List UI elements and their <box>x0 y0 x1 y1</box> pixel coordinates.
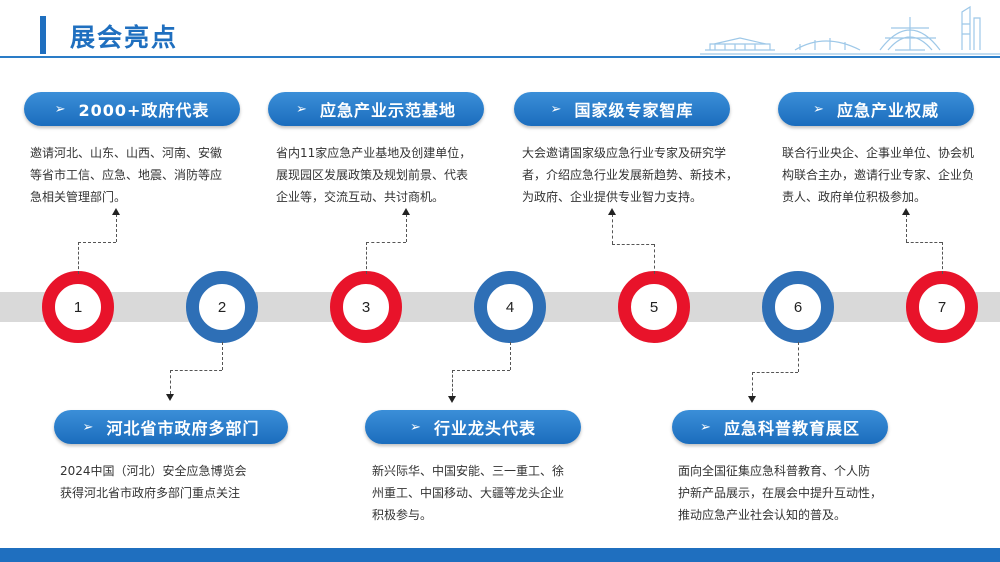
pill-label: 行业龙头代表 <box>433 419 536 438</box>
arrow-up-icon <box>902 208 910 215</box>
desc-line: 面向全国征集应急科普教育、个人防 <box>678 464 871 478</box>
arrow-right-icon: ➢ <box>82 419 95 435</box>
highlight-desc-1: 邀请河北、山东、山西、河南、安徽 等省市工信、应急、地震、消防等应 急相关管理部… <box>30 142 240 208</box>
highlight-pill-5: ➢ 国家级专家智库 <box>514 92 730 126</box>
desc-line: 构联合主办，邀请行业专家、企业负 <box>782 168 975 182</box>
highlight-desc-2: 2024中国（河北）安全应急博览会 获得河北省市政府多部门重点关注 <box>60 460 290 504</box>
pill-label: 2000+政府代表 <box>78 101 210 120</box>
desc-line: 新兴际华、中国安能、三一重工、徐 <box>372 464 565 478</box>
desc-line: 急相关管理部门。 <box>30 190 127 204</box>
highlight-pill-6: ➢ 应急科普教育展区 <box>672 410 888 444</box>
page-title: 展会亮点 <box>70 23 179 52</box>
desc-line: 州重工、中国移动、大疆等龙头企业 <box>372 486 565 500</box>
header-divider <box>0 56 1000 58</box>
timeline-node-7: 7 <box>906 271 978 343</box>
connector-4 <box>510 342 511 370</box>
connector-7-v <box>906 214 907 242</box>
connector-6-h <box>752 372 798 373</box>
arrow-right-icon: ➢ <box>54 101 67 117</box>
highlight-desc-7: 联合行业央企、企事业单位、协会机 构联合主办，邀请行业专家、企业负 责人、政府单… <box>782 142 992 208</box>
connector-6-v <box>752 372 753 396</box>
timeline-node-1: 1 <box>42 271 114 343</box>
connector-1 <box>78 242 79 274</box>
highlight-pill-3: ➢ 应急产业示范基地 <box>268 92 484 126</box>
connector-1-v <box>116 214 117 242</box>
connector-5-v <box>612 214 613 244</box>
connector-4-v <box>452 370 453 396</box>
desc-line: 邀请河北、山东、山西、河南、安徽 <box>30 146 223 160</box>
desc-line: 责人、政府单位积极参加。 <box>782 190 927 204</box>
desc-line: 企业等，交流互动、共讨商机。 <box>276 190 445 204</box>
node-number: 4 <box>505 298 515 316</box>
desc-line: 大会邀请国家级应急行业专家及研究学 <box>522 146 727 160</box>
desc-line: 等省市工信、应急、地震、消防等应 <box>30 168 223 182</box>
pill-label: 河北省市政府多部门 <box>106 419 260 438</box>
highlight-desc-6: 面向全国征集应急科普教育、个人防 护新产品展示，在展会中提升互动性， 推动应急产… <box>678 460 898 526</box>
connector-1-h <box>78 242 116 243</box>
pill-label: 国家级专家智库 <box>574 101 694 120</box>
arrow-up-icon <box>112 208 120 215</box>
desc-line: 获得河北省市政府多部门重点关注 <box>60 486 241 500</box>
desc-line: 推动应急产业社会认知的普及。 <box>678 508 847 522</box>
timeline-node-5: 5 <box>618 271 690 343</box>
connector-6 <box>798 342 799 372</box>
desc-line: 2024中国（河北）安全应急博览会 <box>60 464 247 478</box>
highlight-desc-4: 新兴际华、中国安能、三一重工、徐 州重工、中国移动、大疆等龙头企业 积极参与。 <box>372 460 586 526</box>
arrow-right-icon: ➢ <box>410 419 422 435</box>
desc-line: 省内11家应急产业基地及创建单位， <box>276 146 472 160</box>
title-accent-bar <box>40 16 46 54</box>
connector-3 <box>366 242 367 274</box>
highlight-pill-1: ➢ 2000+政府代表 <box>24 92 240 126</box>
arrow-down-icon <box>448 396 456 403</box>
node-number: 5 <box>649 298 659 316</box>
desc-line: 者，介绍应急行业发展新趋势、新技术， <box>522 168 739 182</box>
connector-4-h <box>452 370 510 371</box>
pill-label: 应急产业权威 <box>836 101 939 120</box>
timeline-node-4: 4 <box>474 271 546 343</box>
arrow-up-icon <box>402 208 410 215</box>
connector-3-v <box>406 214 407 242</box>
skyline-icon <box>700 5 1000 55</box>
highlight-pill-2: ➢ 河北省市政府多部门 <box>54 410 288 444</box>
highlight-pill-7: ➢ 应急产业权威 <box>778 92 974 126</box>
node-number: 7 <box>937 298 947 316</box>
node-number: 3 <box>361 298 371 316</box>
node-number: 1 <box>73 298 83 316</box>
pill-label: 应急产业示范基地 <box>319 101 456 120</box>
connector-5-h <box>612 244 654 245</box>
timeline-node-3: 3 <box>330 271 402 343</box>
desc-line: 护新产品展示，在展会中提升互动性， <box>678 486 883 500</box>
highlight-pill-4: ➢ 行业龙头代表 <box>365 410 581 444</box>
arrow-right-icon: ➢ <box>550 101 563 117</box>
connector-2-h <box>170 370 222 371</box>
arrow-down-icon <box>748 396 756 403</box>
connector-3-h <box>366 242 406 243</box>
arrow-right-icon: ➢ <box>700 419 712 435</box>
highlight-desc-5: 大会邀请国家级应急行业专家及研究学 者，介绍应急行业发展新趋势、新技术， 为政府… <box>522 142 744 208</box>
connector-2-v <box>170 370 171 394</box>
desc-line: 为政府、企业提供专业智力支持。 <box>522 190 703 204</box>
arrow-right-icon: ➢ <box>296 101 308 117</box>
pill-label: 应急科普教育展区 <box>723 419 860 438</box>
timeline-node-2: 2 <box>186 271 258 343</box>
node-number: 2 <box>217 298 227 316</box>
desc-line: 展现园区发展政策及规划前景、代表 <box>276 168 469 182</box>
arrow-up-icon <box>608 208 616 215</box>
desc-line: 联合行业央企、企事业单位、协会机 <box>782 146 975 160</box>
node-number: 6 <box>793 298 803 316</box>
arrow-right-icon: ➢ <box>813 101 825 117</box>
connector-7-h <box>906 242 942 243</box>
connector-5 <box>654 244 655 274</box>
desc-line: 积极参与。 <box>372 508 433 522</box>
timeline-node-6: 6 <box>762 271 834 343</box>
highlight-desc-3: 省内11家应急产业基地及创建单位， 展现园区发展政策及规划前景、代表 企业等，交… <box>276 142 486 208</box>
arrow-down-icon <box>166 394 174 401</box>
connector-7 <box>942 242 943 274</box>
footer-bar <box>0 548 1000 562</box>
connector-2 <box>222 342 223 370</box>
